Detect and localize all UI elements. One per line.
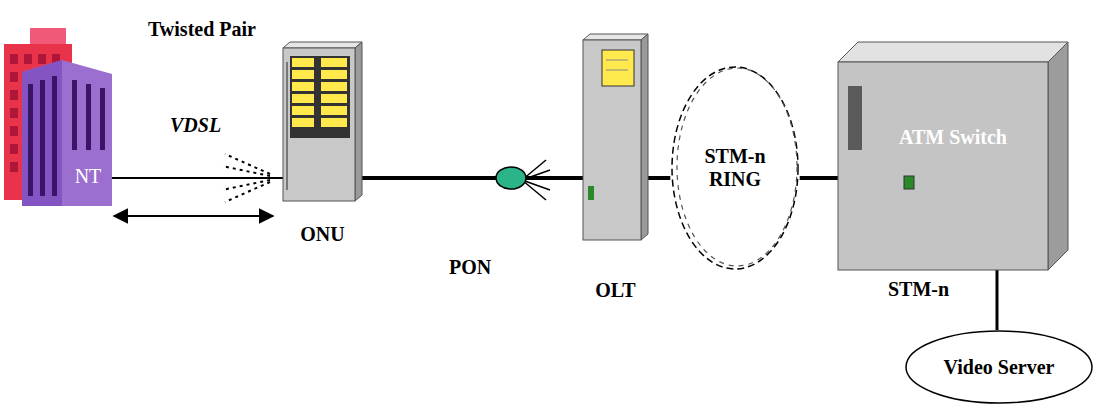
onu-cabinet: [283, 42, 362, 48]
atm-switch-box: [838, 42, 1068, 270]
olt-cabinet: [583, 34, 648, 40]
onu-cabinet: [292, 118, 314, 127]
building-icon: [30, 28, 66, 46]
building-icon: [4, 28, 112, 206]
onu-cabinet: [292, 82, 314, 91]
link-line: [996, 270, 999, 330]
onu-cabinet: ONU: [283, 42, 362, 246]
node-text: STM-n RING: [699, 145, 771, 191]
node-text: ONU: [300, 223, 344, 246]
building-icon: [10, 144, 18, 154]
atm-switch-box: [1048, 42, 1068, 270]
olt-cabinet: [583, 40, 641, 240]
medium-label: Twisted Pair: [148, 18, 256, 41]
ring-dash: [672, 67, 798, 269]
onu-cabinet: [355, 42, 362, 201]
building-icon: [10, 54, 18, 64]
ring-dash: [677, 68, 797, 266]
drop-fan: [222, 166, 270, 176]
node-text: ATM Switch: [899, 126, 1007, 149]
pon-splitter: [522, 180, 546, 200]
onu-cabinet: [321, 94, 347, 103]
onu-cabinet: [292, 94, 314, 103]
onu-cabinet: [283, 42, 362, 201]
node-text: Video Server: [944, 356, 1055, 379]
interface-label: STM-n: [888, 278, 949, 301]
onu-cabinet: [283, 48, 355, 201]
onu-cabinet: [286, 62, 288, 190]
olt-cabinet: [588, 186, 594, 200]
link-line: [648, 176, 670, 180]
olt-cabinet: OLT: [583, 34, 648, 302]
building-icon: [22, 60, 62, 206]
node-text: OLT: [595, 279, 635, 302]
pon-splitter: [496, 160, 550, 200]
building-icon: [24, 54, 32, 64]
onu-cabinet: [292, 106, 314, 115]
pon-splitter: [522, 180, 550, 190]
olt-cabinet: [606, 70, 628, 71]
atm-switch-box: [848, 86, 862, 150]
building-icon: [10, 72, 18, 82]
building-icon: [10, 126, 18, 136]
atm-switch-box: [904, 176, 914, 189]
building-icon: [10, 90, 18, 100]
building-icon: [10, 162, 18, 172]
atm-switch: ATM Switch: [838, 42, 1068, 270]
drop-fan: [222, 154, 270, 202]
onu-cabinet: [290, 56, 350, 138]
olt-cabinet: [602, 50, 634, 86]
network-label: PON: [449, 256, 491, 279]
server-ellipse: Video Server: [905, 330, 1093, 404]
building-icon: [100, 88, 105, 150]
onu-cabinet: [321, 58, 347, 67]
building-icon: [72, 80, 77, 150]
building-icon: [28, 76, 105, 196]
onu-cabinet: [321, 106, 347, 115]
link-label: VDSL: [170, 114, 221, 137]
building-icon: [86, 84, 91, 150]
link-line: [110, 177, 283, 179]
building-icon: [22, 60, 112, 206]
onu-cabinet: [321, 82, 347, 91]
onu-cabinet: [292, 58, 347, 127]
olt-cabinet: [641, 34, 648, 240]
pon-splitter: [496, 167, 526, 189]
building-icon: [52, 76, 57, 196]
atm-switch-box: [838, 42, 1068, 62]
atm-switch-box: [838, 62, 1048, 270]
link-line: [800, 176, 838, 180]
olt-cabinet: [583, 34, 648, 240]
onu-cabinet: [292, 58, 314, 67]
nt-building: NT: [66, 156, 110, 196]
onu-cabinet: [321, 118, 347, 127]
building-icon: [10, 108, 18, 118]
onu-cabinet: [292, 70, 314, 79]
drop-fan: [225, 182, 270, 202]
building-icon: [40, 80, 45, 196]
olt-cabinet: [606, 60, 628, 61]
ring-ellipse: STM-n RING: [670, 65, 800, 271]
vdsl-span-arrow: [114, 215, 273, 217]
building-icon: [28, 84, 33, 196]
node-text: NT: [75, 165, 102, 188]
link-line: [362, 176, 583, 180]
ellipse-border: [906, 331, 1092, 403]
onu-cabinet: [321, 70, 347, 79]
building-icon: [38, 54, 46, 64]
